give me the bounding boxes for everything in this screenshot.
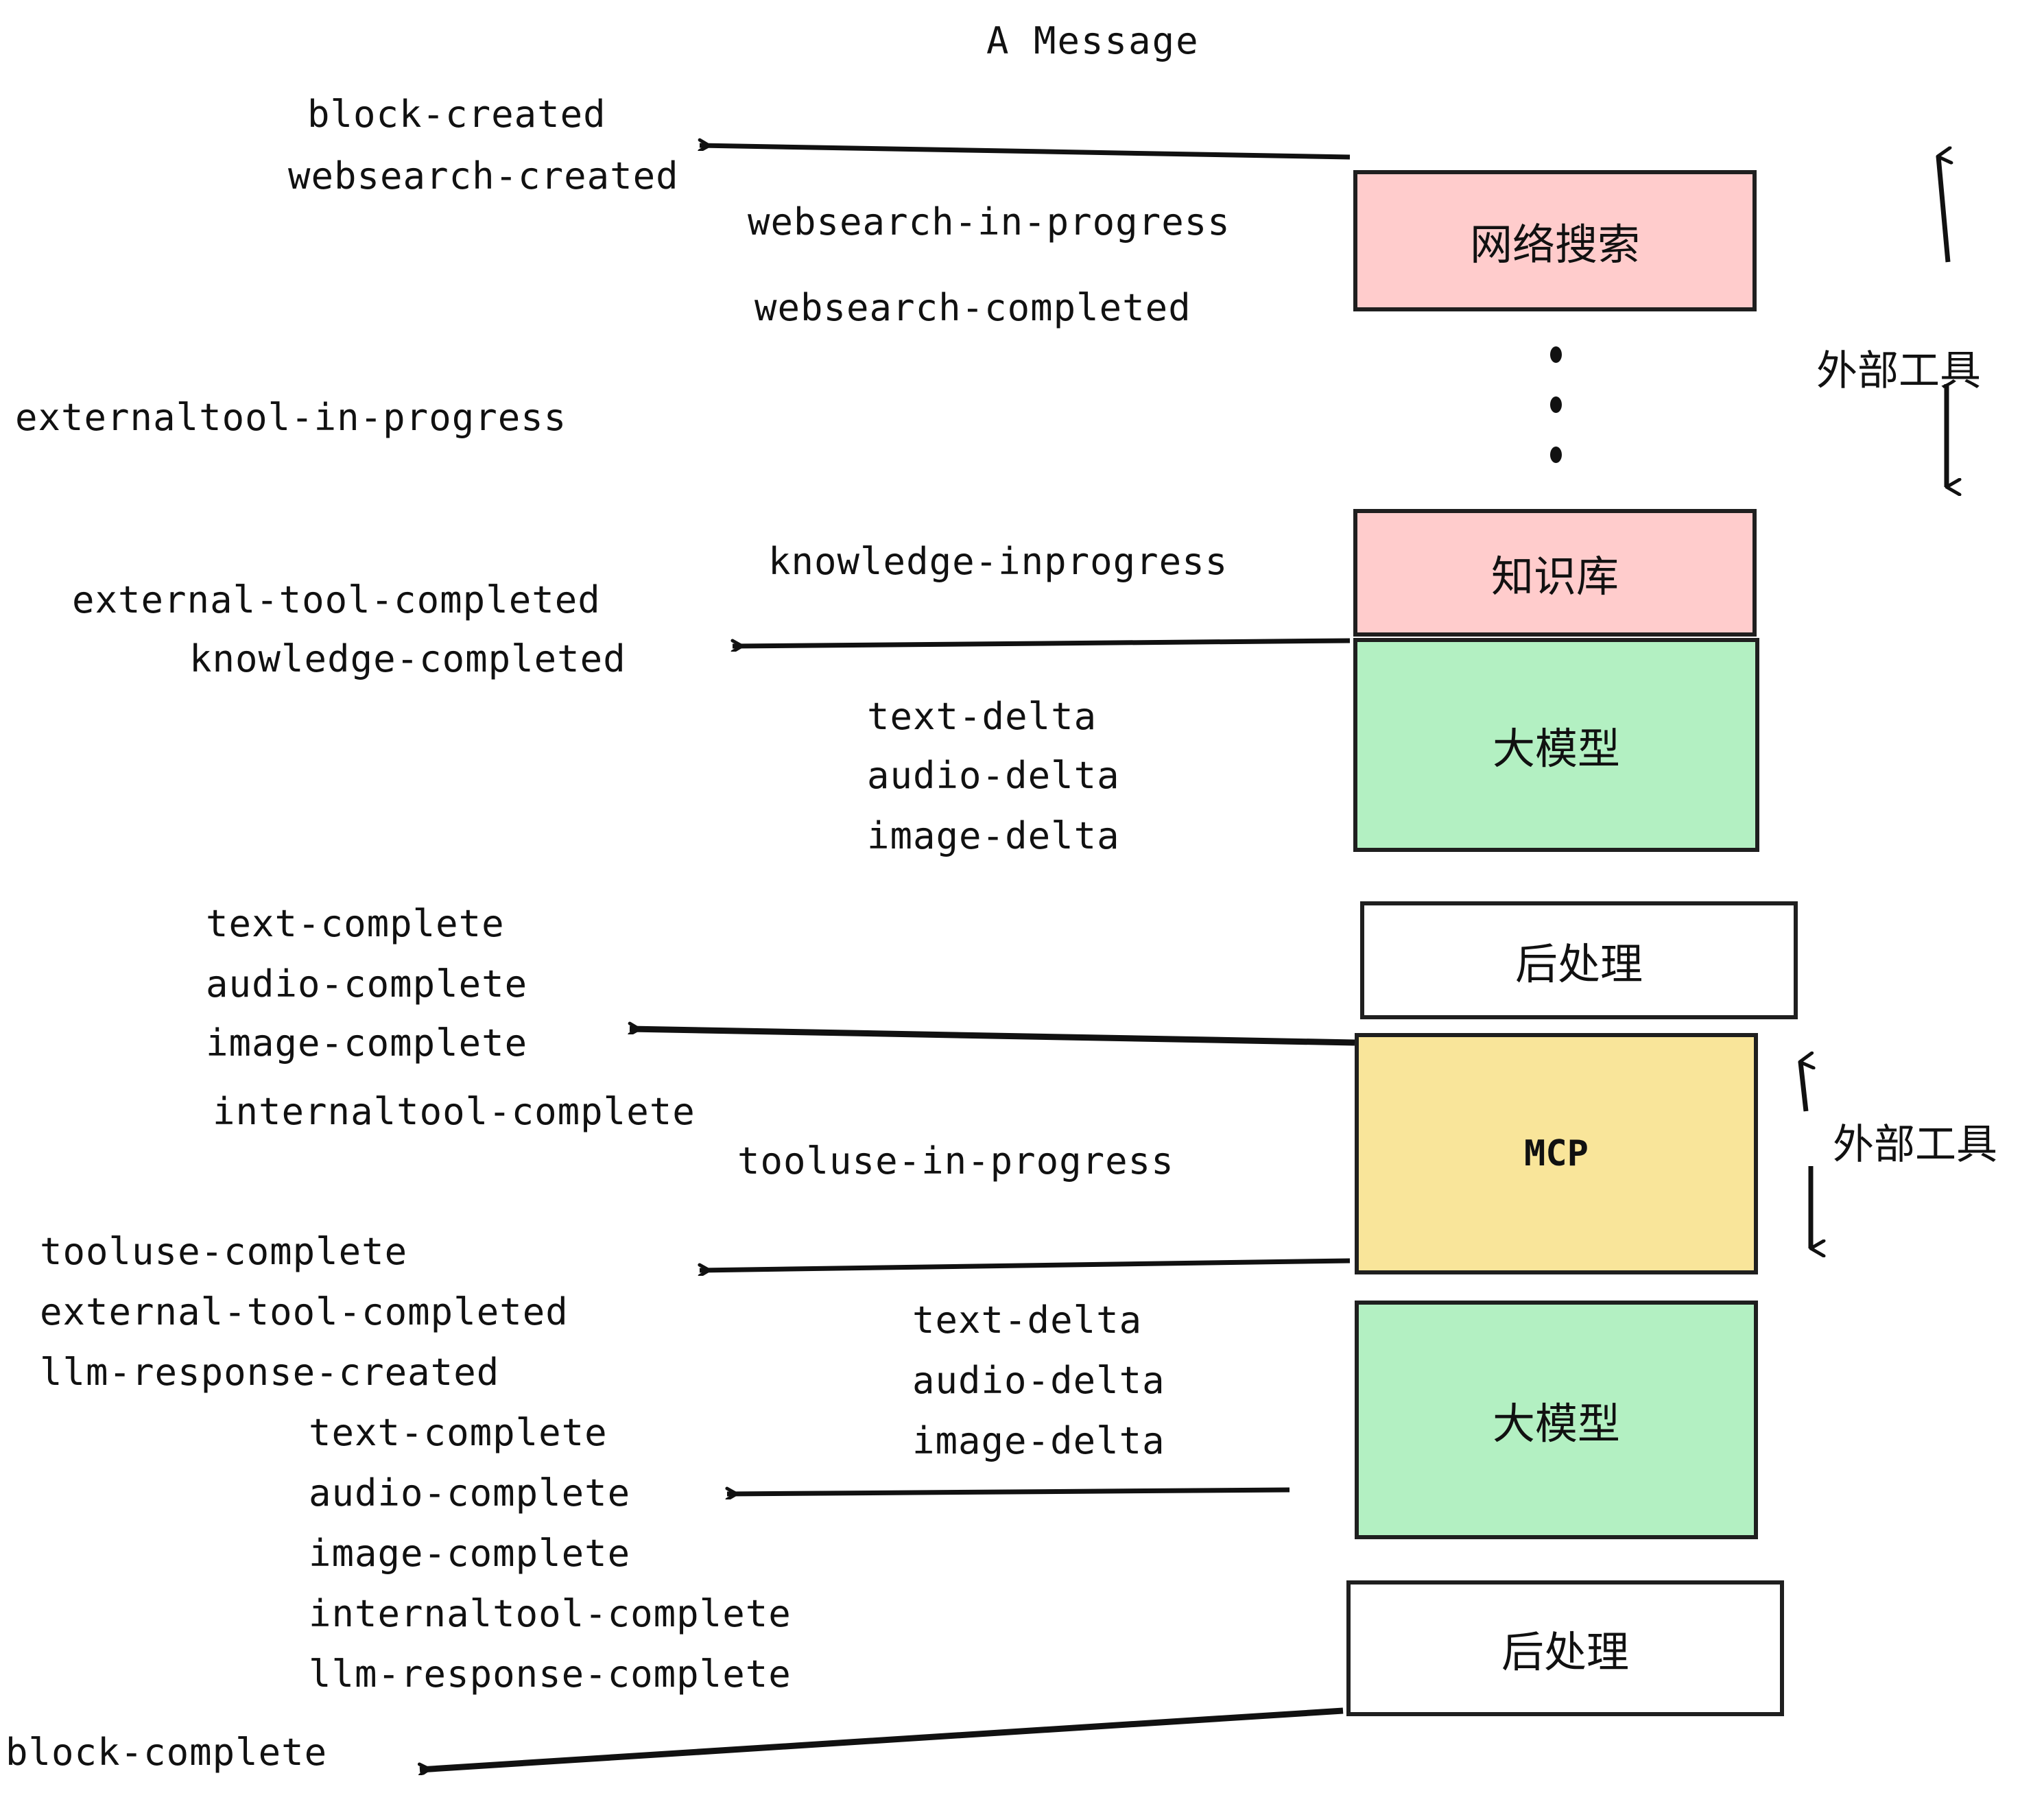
box-llm-bottom: 大模型 <box>1355 1301 1758 1539</box>
external-tools-label-bottom: 外部工具 <box>1833 1121 1997 1169</box>
event-label-externaltool-in-progress: externaltool-in-progress <box>15 396 567 439</box>
vertical-ellipsis <box>1549 346 1562 463</box>
event-label-audio-delta-2: audio-delta <box>912 1359 1165 1402</box>
box-websearch: 网络搜索 <box>1353 170 1757 311</box>
event-label-knowledge-inprogress: knowledge-inprogress <box>768 540 1228 583</box>
ellipsis-dot <box>1549 396 1562 413</box>
arrow-llm-to-audio-complete <box>727 1490 1290 1494</box>
box-llm-bottom-label: 大模型 <box>1492 1399 1620 1449</box>
box-websearch-label: 网络搜索 <box>1469 219 1640 270</box>
event-label-image-complete-1: image-complete <box>206 1021 528 1065</box>
event-label-internaltool-complete-1: internaltool-complete <box>213 1090 696 1133</box>
event-label-websearch-in-progress: websearch-in-progress <box>748 200 1231 244</box>
box-llm-top-label: 大模型 <box>1492 724 1620 774</box>
event-label-text-delta-1: text-delta <box>867 695 1097 738</box>
external-tools-arrow-up-top <box>1938 156 1948 263</box>
event-label-llm-response-created: llm-response-created <box>40 1351 500 1394</box>
event-label-knowledge-completed: knowledge-completed <box>189 637 626 680</box>
arrow-mcp-to-tooluse-complete <box>700 1258 1351 1270</box>
external-tools-arrow-up-bottom <box>1801 1062 1806 1112</box>
event-label-image-delta-2: image-delta <box>912 1419 1165 1462</box>
box-mcp-label: MCP <box>1524 1133 1589 1174</box>
event-label-audio-complete-1: audio-complete <box>206 962 528 1006</box>
event-label-text-complete-2: text-complete <box>309 1411 608 1454</box>
arrow-websearch-to-created <box>700 145 1351 160</box>
arrow-knowledge-to-completed <box>733 638 1351 646</box>
box-mcp: MCP <box>1355 1033 1758 1274</box>
event-label-tooluse-complete: tooluse-complete <box>40 1230 408 1273</box>
box-knowledge: 知识库 <box>1353 509 1757 637</box>
event-label-internaltool-complete-2: internaltool-complete <box>309 1592 792 1635</box>
box-postprocessing-top: 后处理 <box>1360 901 1798 1019</box>
ellipsis-dot <box>1549 447 1562 463</box>
ellipsis-dot <box>1549 346 1562 363</box>
arrow-postprocessing-to-block-complete <box>420 1707 1344 1770</box>
arrow-postprocessing-to-image-complete <box>630 1029 1355 1046</box>
box-postprocessing-top-label: 后处理 <box>1514 939 1643 989</box>
box-postprocessing-bottom-label: 后处理 <box>1501 1627 1629 1677</box>
event-label-tooluse-in-progress: tooluse-in-progress <box>737 1139 1174 1183</box>
box-llm-top: 大模型 <box>1353 638 1759 852</box>
external-tools-label-top: 外部工具 <box>1816 347 1981 395</box>
event-label-llm-response-complete: llm-response-complete <box>309 1652 792 1696</box>
event-label-image-delta-1: image-delta <box>867 814 1120 857</box>
event-label-block-complete: block-complete <box>5 1731 328 1774</box>
box-postprocessing-bottom: 后处理 <box>1346 1580 1784 1716</box>
event-label-external-tool-completed-2: external-tool-completed <box>40 1290 569 1333</box>
box-knowledge-label: 知识库 <box>1490 551 1619 602</box>
event-label-text-delta-2: text-delta <box>912 1298 1143 1342</box>
event-label-websearch-created: websearch-created <box>288 154 679 198</box>
event-label-audio-delta-1: audio-delta <box>867 754 1120 797</box>
event-label-audio-complete-2: audio-complete <box>309 1471 631 1515</box>
event-label-image-complete-2: image-complete <box>309 1532 631 1575</box>
event-label-block-created: block-created <box>307 93 606 136</box>
event-label-text-complete-1: text-complete <box>206 902 505 945</box>
event-label-websearch-completed: websearch-completed <box>754 286 1191 329</box>
page-title: A Message <box>986 19 1200 62</box>
event-label-external-tool-completed-1: external-tool-completed <box>72 578 601 621</box>
